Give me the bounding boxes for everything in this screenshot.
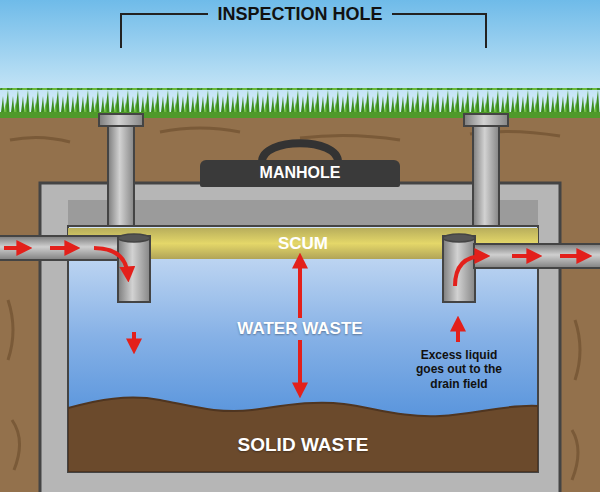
inlet-pipe bbox=[0, 236, 124, 260]
outlet-tee bbox=[443, 236, 475, 302]
solid-waste-layer: SOLID WASTE bbox=[68, 392, 538, 472]
grass-base bbox=[0, 112, 600, 118]
node-text: SCUM bbox=[278, 234, 328, 254]
soil bbox=[0, 112, 600, 492]
pipe-opening bbox=[118, 234, 150, 242]
inspection-pipe bbox=[473, 122, 499, 226]
node-text: MANHOLE bbox=[260, 164, 341, 182]
node-text: WATER WASTE bbox=[237, 319, 362, 339]
flow-arrows bbox=[4, 248, 586, 348]
inspection-hole-label: INSPECTION HOLE bbox=[200, 4, 400, 26]
inspection-cap bbox=[99, 114, 143, 126]
node-text: SOLID WASTE bbox=[238, 434, 369, 456]
manhole-cover: MANHOLE bbox=[200, 160, 400, 187]
flow-arrow bbox=[298, 259, 302, 318]
sludge-shape bbox=[68, 398, 538, 472]
inspection-cap bbox=[464, 114, 508, 126]
solid-waste-mound bbox=[68, 392, 538, 472]
water-waste-layer: WATER WASTE bbox=[215, 318, 385, 340]
flow-arrow bbox=[50, 246, 74, 250]
drain-field-note: Excess liquid goes out to the drain fiel… bbox=[412, 348, 506, 391]
flow-arrow bbox=[4, 246, 26, 250]
flow-arrow bbox=[512, 254, 536, 258]
scum-layer: SCUM bbox=[68, 228, 538, 259]
grass bbox=[0, 88, 600, 118]
outlet-pipe bbox=[474, 244, 600, 268]
inspection-pipe bbox=[108, 122, 134, 226]
flow-arrow bbox=[132, 332, 136, 348]
flow-arrow bbox=[455, 256, 484, 286]
tank-wall bbox=[40, 183, 560, 492]
flow-arrow bbox=[94, 248, 128, 276]
waste-water bbox=[68, 226, 538, 472]
flow-arrow bbox=[560, 254, 586, 258]
flow-arrow bbox=[456, 322, 460, 342]
flow-arrow bbox=[298, 340, 302, 392]
inlet-tee bbox=[118, 236, 150, 302]
tank-slab-shade bbox=[68, 200, 538, 226]
pipe-opening bbox=[443, 234, 475, 242]
